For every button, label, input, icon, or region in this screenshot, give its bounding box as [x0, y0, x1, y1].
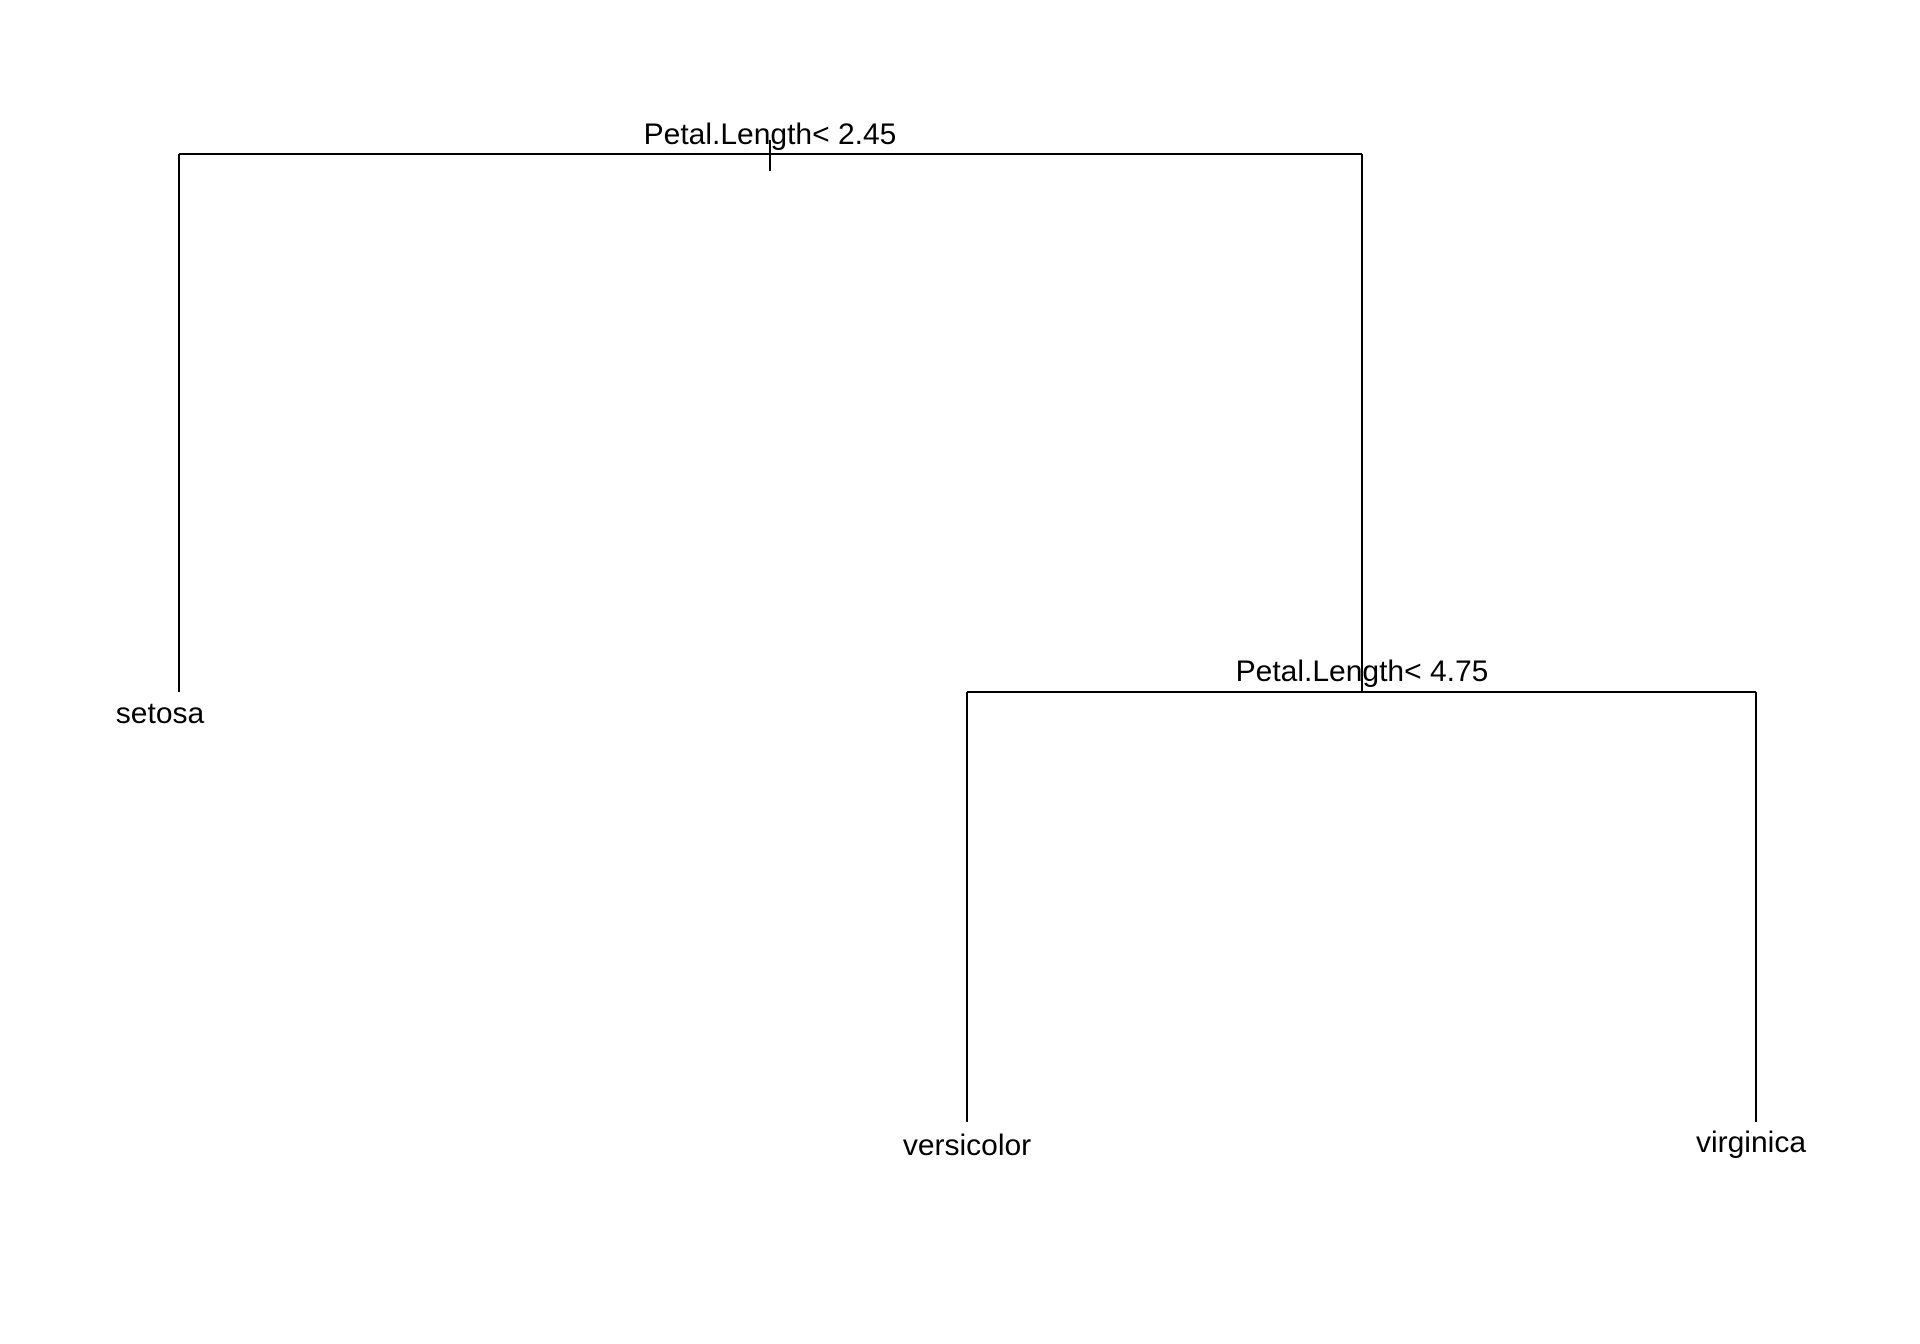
root-split-label: Petal.Length< 2.45: [644, 118, 897, 151]
inner-split-label: Petal.Length< 4.75: [1236, 655, 1489, 688]
leaf-label-versicolor: versicolor: [903, 1129, 1031, 1162]
leaf-label-setosa: setosa: [116, 697, 205, 730]
leaf-label-virginica: virginica: [1696, 1126, 1806, 1159]
